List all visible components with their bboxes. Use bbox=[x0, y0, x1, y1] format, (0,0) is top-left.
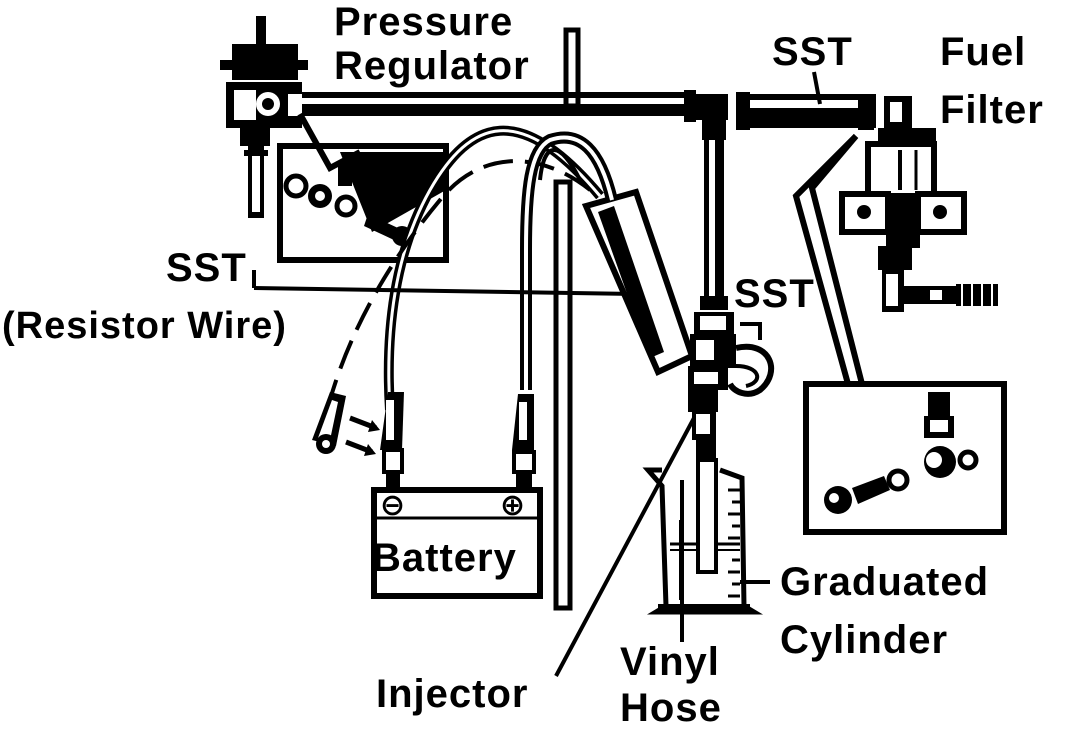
vertical-fuel-line bbox=[700, 118, 728, 310]
test-wires bbox=[328, 125, 618, 411]
vinyl-hose-label-line2: Hose bbox=[620, 686, 722, 730]
battery-positive-terminal: ⊕ bbox=[500, 489, 527, 522]
vinyl-hose-label-line1: Vinyl bbox=[620, 640, 720, 684]
resistor-wire-label: (Resistor Wire) bbox=[2, 305, 287, 347]
fuel-filter-label-line1: Fuel bbox=[940, 30, 1027, 74]
battery-label: Battery bbox=[372, 536, 517, 580]
graduated-cylinder bbox=[642, 458, 764, 615]
battery-negative-terminal: ⊖ bbox=[380, 489, 407, 522]
pressure-regulator-label-line1: Pressure bbox=[334, 0, 514, 44]
injector-label: Injector bbox=[376, 672, 529, 716]
filter-detail-inset bbox=[792, 133, 1007, 535]
alligator-clips bbox=[312, 392, 536, 488]
leader-lines bbox=[252, 71, 822, 677]
battery bbox=[371, 487, 543, 599]
pressure-regulator-label-line2: Regulator bbox=[334, 44, 530, 88]
regulator-detail-inset bbox=[277, 112, 449, 263]
injector-assembly bbox=[581, 188, 774, 464]
support-rod bbox=[553, 179, 573, 611]
sst-top-label: SST bbox=[772, 30, 853, 74]
graduated-cylinder-label-line1: Graduated bbox=[780, 560, 990, 604]
fuel-filter bbox=[839, 96, 998, 312]
separator-bar bbox=[563, 27, 581, 109]
pressure-regulator bbox=[220, 16, 308, 218]
cylinder-graduations bbox=[728, 488, 740, 598]
main-fuel-line bbox=[296, 90, 876, 130]
sst-right-label: SST bbox=[734, 272, 815, 316]
sst-resistor-label: SST bbox=[166, 246, 247, 290]
fuel-filter-label-line2: Filter bbox=[940, 88, 1044, 132]
graduated-cylinder-label-line2: Cylinder bbox=[780, 618, 949, 662]
